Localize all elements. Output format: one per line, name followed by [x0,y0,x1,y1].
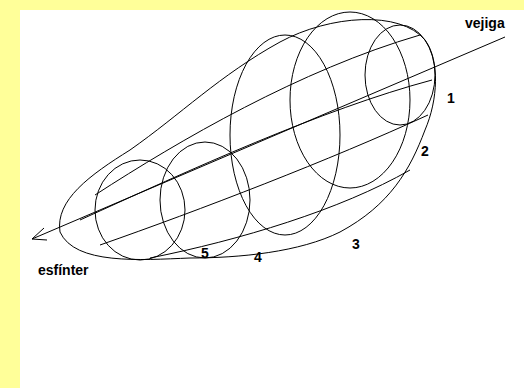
organ-label: esfínter [38,262,89,278]
callout-number: 1 [447,90,455,106]
callout-number: 2 [421,143,429,159]
callout-number: 5 [201,245,209,261]
callout-number: 4 [254,249,262,265]
callout-number: 3 [352,236,360,252]
organ-label: vejiga [465,15,505,31]
